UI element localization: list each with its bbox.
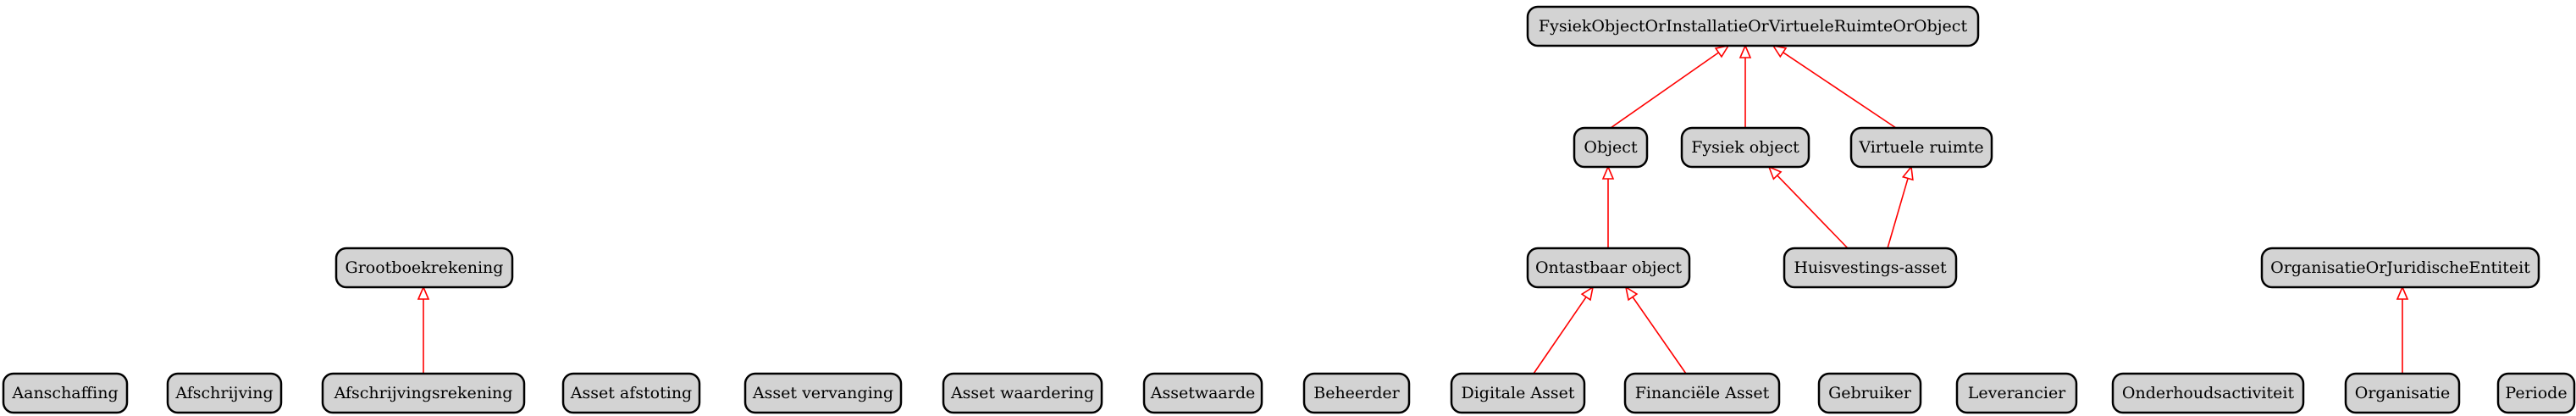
edge-object-to-fysiek-or <box>1610 44 1730 129</box>
node-fysiek-object: Fysiek object <box>1680 126 1810 169</box>
node-virtuele-ruimte: Virtuele ruimte <box>1849 126 1993 169</box>
node-box <box>1573 126 1649 169</box>
edge-organisatie-to-org-or-jur <box>2396 285 2409 374</box>
node-periode: Periode <box>2496 372 2576 414</box>
node-org-or-jur: OrganisatieOrJuridischeEntiteit <box>2260 247 2540 289</box>
node-financiele-asset: Financiële Asset <box>1623 372 1781 414</box>
node-box <box>2111 372 2305 414</box>
edge-fysiek-object-to-fysiek-or <box>1739 43 1752 128</box>
node-organisatie: Organisatie <box>2344 372 2461 414</box>
node-label: Fysiek object <box>1691 138 1799 157</box>
node-onderhoudsactiviteit: Onderhoudsactiviteit <box>2111 372 2305 414</box>
node-box <box>2344 372 2461 414</box>
node-digitale-asset: Digitale Asset <box>1450 372 1586 414</box>
nodes-layer: FysiekObjectOrInstallatieOrVirtueleRuimt… <box>2 5 2576 414</box>
edge-virtuele-ruimte-to-fysiek-or <box>1772 44 1897 129</box>
node-box <box>1450 372 1586 414</box>
edge-afschrijvingsrekening-to-grootboekrekening <box>417 285 430 374</box>
node-label: Huisvestings-asset <box>1794 258 1947 277</box>
node-label: Beheerder <box>1313 384 1400 402</box>
inheritance-arrowhead <box>1901 165 1914 181</box>
node-box <box>321 372 526 414</box>
node-asset-afstoting: Asset afstoting <box>561 372 701 414</box>
node-ontastbaar-object: Ontastbaar object <box>1526 247 1691 289</box>
inheritance-arrowhead <box>1601 164 1615 180</box>
node-asset-waardering: Asset waardering <box>942 372 1103 414</box>
node-label: Leverancier <box>1968 384 2066 402</box>
node-afschrijving: Afschrijving <box>166 372 283 414</box>
edge-ontastbaar-object-to-object <box>1601 164 1615 248</box>
node-fysiek-or: FysiekObjectOrInstallatieOrVirtueleRuimt… <box>1526 5 1980 47</box>
edge-line <box>1533 297 1587 374</box>
node-box <box>334 247 514 289</box>
node-label: Organisatie <box>2355 384 2451 402</box>
node-box <box>2496 372 2576 414</box>
inheritance-arrowhead <box>1739 43 1752 58</box>
node-box <box>942 372 1103 414</box>
node-box <box>1526 5 1980 47</box>
node-label: OrganisatieOrJuridischeEntiteit <box>2270 258 2530 277</box>
edge-digitale-asset-to-ontastbaar-object <box>1533 286 1595 374</box>
node-box <box>1849 126 1993 169</box>
node-label: Asset afstoting <box>570 384 692 402</box>
node-box <box>2260 247 2540 289</box>
node-label: Virtuele ruimte <box>1858 138 1983 157</box>
node-box <box>1623 372 1781 414</box>
edges-layer <box>417 43 2409 374</box>
node-box <box>2 372 129 414</box>
edge-line <box>1887 178 1909 249</box>
node-label: Digitale Asset <box>1462 384 1575 402</box>
node-afschrijvingsrekening: Afschrijvingsrekening <box>321 372 526 414</box>
node-beheerder: Beheerder <box>1302 372 1411 414</box>
node-gebruiker: Gebruiker <box>1817 372 1922 414</box>
node-aanschaffing: Aanschaffing <box>2 372 129 414</box>
node-label: Asset vervanging <box>752 384 893 402</box>
edge-huisvestings-asset-to-virtuele-ruimte <box>1887 165 1914 249</box>
edge-line <box>1777 175 1849 249</box>
edge-huisvestings-asset-to-fysiek-object <box>1767 165 1849 249</box>
node-object: Object <box>1573 126 1649 169</box>
node-label: Ontastbaar object <box>1535 258 1682 277</box>
node-box <box>1526 247 1691 289</box>
node-asset-vervanging: Asset vervanging <box>744 372 903 414</box>
node-box <box>1302 372 1411 414</box>
node-box <box>166 372 283 414</box>
node-assetwaarde: Assetwaarde <box>1142 372 1263 414</box>
edge-financiele-asset-to-ontastbaar-object <box>1624 286 1687 374</box>
node-leverancier: Leverancier <box>1955 372 2078 414</box>
edge-line <box>1610 52 1719 129</box>
node-label: Object <box>1584 138 1638 157</box>
node-label: Afschrijving <box>174 384 273 402</box>
inheritance-arrowhead <box>1772 44 1788 58</box>
node-label: Assetwaarde <box>1150 384 1256 402</box>
node-label: Grootboekrekening <box>345 258 504 277</box>
node-box <box>1783 247 1958 289</box>
node-box <box>1142 372 1263 414</box>
node-grootboekrekening: Grootboekrekening <box>334 247 514 289</box>
inheritance-arrowhead <box>1767 165 1783 180</box>
node-box <box>1817 372 1922 414</box>
node-box <box>1680 126 1810 169</box>
node-label: Periode <box>2505 384 2567 402</box>
node-label: Gebruiker <box>1828 384 1912 402</box>
node-label: Financiële Asset <box>1635 384 1770 402</box>
node-label: Onderhoudsactiviteit <box>2122 384 2295 402</box>
node-label: FysiekObjectOrInstallatieOrVirtueleRuimt… <box>1539 17 1968 36</box>
edge-line <box>1632 297 1687 374</box>
node-huisvestings-asset: Huisvestings-asset <box>1783 247 1958 289</box>
inheritance-arrowhead <box>417 285 430 300</box>
inheritance-arrowhead <box>1624 286 1639 302</box>
node-label: Afschrijvingsrekening <box>334 384 513 402</box>
node-label: Asset waardering <box>950 384 1094 402</box>
node-label: Aanschaffing <box>11 384 118 402</box>
inheritance-arrowhead <box>2396 285 2409 300</box>
node-box <box>744 372 903 414</box>
inheritance-arrowhead <box>1580 286 1595 302</box>
node-box <box>1955 372 2078 414</box>
inheritance-arrowhead <box>1714 44 1730 58</box>
node-box <box>561 372 701 414</box>
edge-line <box>1783 52 1897 129</box>
